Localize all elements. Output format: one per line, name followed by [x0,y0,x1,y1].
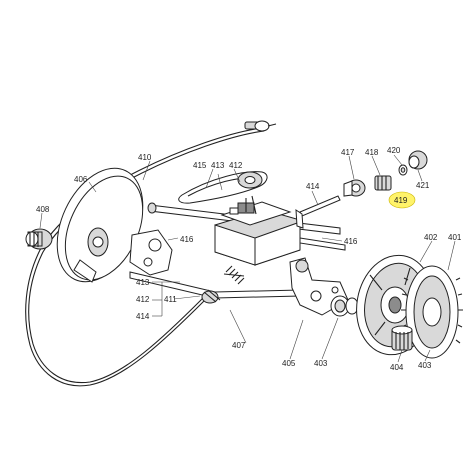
label-404: 404 [390,363,404,372]
label-414b: 414 [136,312,150,321]
label-406: 406 [74,175,88,184]
label-417: 417 [341,148,355,157]
label-414: 414 [306,182,320,191]
label-403b: 403 [418,361,432,370]
label-421: 421 [416,181,430,190]
label-407: 407 [232,341,246,350]
label-416b: 416 [344,237,358,246]
cable-410 [25,127,263,387]
leader-lines [39,154,456,363]
cap-421 [408,150,428,170]
label-401: 401 [448,233,462,242]
rod-407 [129,271,301,304]
gearbox [214,195,301,266]
cable-end-fitting [244,120,277,132]
pinion-404 [391,325,413,351]
washer-420 [398,164,408,176]
label-415: 415 [193,161,207,170]
label-412b: 412 [136,295,150,304]
label-418: 418 [365,148,379,157]
spring-413 [223,265,245,285]
label-416a: 416 [180,235,194,244]
lever-rod-414 [295,195,341,229]
bushing-403 [330,295,359,317]
label-412a: 412 [229,161,243,170]
label-402: 402 [424,233,438,242]
label-410: 410 [138,153,152,162]
label-413b: 413 [136,278,150,287]
label-419: 419 [394,196,408,205]
label-405: 405 [282,359,296,368]
knob-408 [25,228,53,250]
bracket-arm [129,229,173,276]
label-420: 420 [387,146,401,155]
spring-418 [374,175,392,191]
belt-assembly [178,171,268,204]
label-411: 411 [164,295,177,304]
label-413a: 413 [211,161,225,170]
part-417 [343,179,366,197]
label-403a: 403 [314,359,328,368]
highlight-419 [388,191,416,209]
gear-401 [401,265,463,359]
label-408: 408 [36,205,50,214]
cable-410-inner [28,130,265,384]
